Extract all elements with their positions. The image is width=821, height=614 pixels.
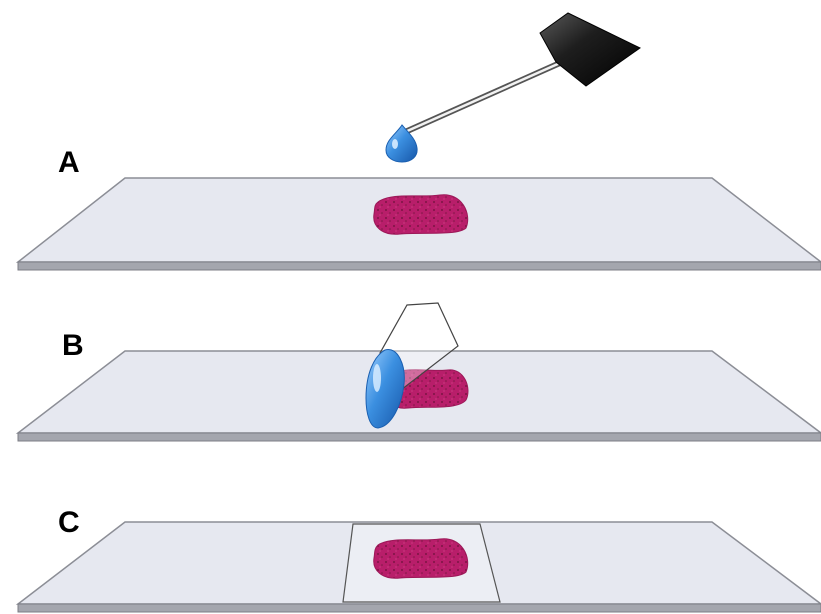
pipette-icon — [402, 12, 641, 135]
step-c: C — [15, 506, 821, 613]
tissue-section-icon — [373, 538, 469, 579]
step-label-b: B — [62, 329, 84, 362]
step-b: B — [15, 302, 821, 442]
water-drop-icon — [365, 349, 405, 429]
step-label-a: A — [58, 146, 80, 179]
tissue-section-icon — [373, 194, 469, 235]
water-drop-icon — [385, 124, 418, 163]
step-a: A — [15, 12, 821, 271]
step-label-c: C — [58, 506, 80, 539]
